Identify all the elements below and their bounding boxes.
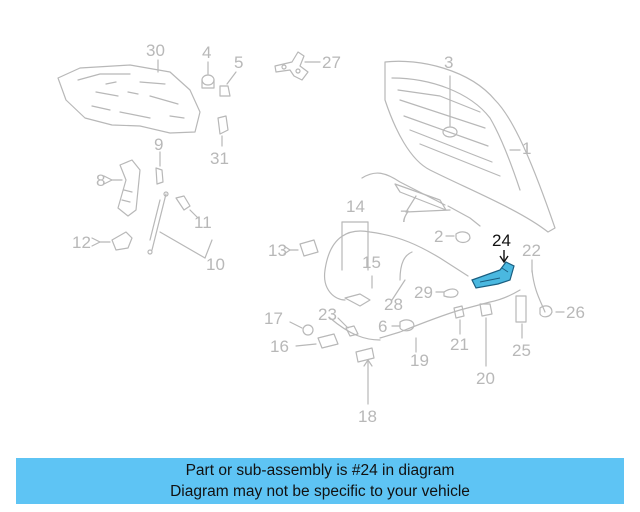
info-banner: Part or sub-assembly is #24 in diagram D…: [16, 458, 624, 504]
callout-3: 3: [444, 53, 454, 72]
clip-part: [201, 74, 215, 89]
callout-21: 21: [450, 335, 469, 354]
callout-4: 4: [202, 43, 212, 62]
callout-22: 22: [522, 241, 541, 260]
callout-16: 16: [270, 337, 289, 356]
seal-loop-part: [323, 230, 469, 307]
callout-12: 12: [72, 233, 91, 252]
emblem-part: [442, 126, 458, 138]
callout-2: 2: [434, 227, 444, 246]
callout-31: 31: [210, 149, 229, 168]
callout-11: 11: [194, 213, 212, 232]
callout-29: 29: [414, 283, 433, 302]
callout-27: 27: [322, 53, 341, 72]
callout-10: 10: [206, 255, 225, 274]
callout-7: 7: [400, 207, 410, 226]
callout-9: 9: [154, 135, 164, 154]
callout-17: 17: [264, 309, 283, 328]
banner-line-part-number: Part or sub-assembly is #24 in diagram: [185, 462, 455, 479]
callout-14: 14: [346, 197, 365, 216]
release-cable-part: [379, 269, 546, 339]
banner-line-disclaimer: Diagram may not be specific to your vehi…: [170, 483, 470, 500]
callout-25: 25: [512, 341, 531, 360]
hood-latch-bracket-part: [471, 250, 515, 289]
callout-23: 23: [318, 305, 337, 324]
callout-30: 30: [146, 41, 165, 60]
callout-24[interactable]: 24: [492, 231, 511, 250]
callout-18: 18: [358, 407, 377, 426]
callout-26: 26: [566, 303, 585, 322]
bracket-part: [117, 159, 141, 217]
callout-1: 1: [522, 139, 532, 158]
hinge-part: [274, 51, 309, 81]
hood-panel-part: [384, 60, 556, 233]
hood-insulation-pad-part: [57, 64, 201, 134]
weatherstrip-part: [361, 172, 481, 227]
callout-28: 28: [384, 295, 403, 314]
callout-20: 20: [476, 369, 495, 388]
callout-19: 19: [410, 351, 429, 370]
diagram-drawing: [57, 51, 565, 405]
callout-5: 5: [234, 53, 244, 72]
callout-8: 8: [96, 171, 106, 190]
callout-15: 15: [362, 253, 381, 272]
support-strut-part: [147, 191, 169, 255]
parts-diagram: 30 4 5 27 3 1 9 31 8 11 10 12 14 7 2 24 …: [57, 41, 585, 426]
callout-13: 13: [268, 241, 287, 260]
callout-6: 6: [378, 317, 388, 336]
